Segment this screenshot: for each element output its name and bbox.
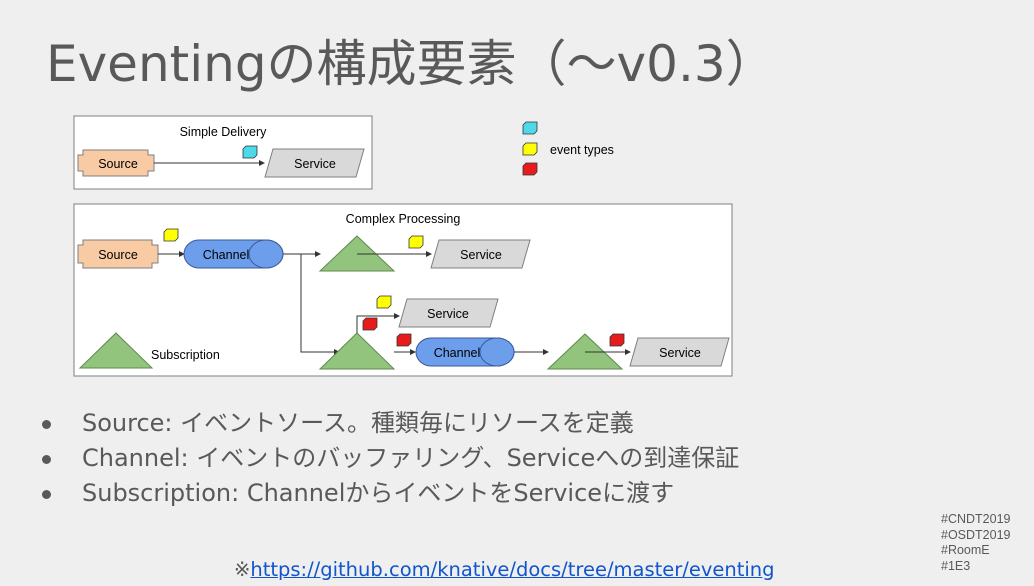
service-3: Service <box>629 337 730 367</box>
bullet-text: Source: イベントソース。種類毎にリソースを定義 <box>82 409 634 437</box>
complex-event-icon-3 <box>376 295 392 309</box>
complex-processing-box <box>73 203 733 377</box>
simple-service: Service <box>264 148 365 178</box>
service-2-label: Service <box>427 307 469 321</box>
footnote: ※https://github.com/knative/docs/tree/ma… <box>234 558 775 581</box>
channel-1: Channel <box>183 239 284 269</box>
hashtag: #OSDT2019 <box>941 527 1011 542</box>
legend: event types <box>522 121 614 176</box>
bullet-source: Source: イベントソース。種類毎にリソースを定義 <box>38 406 739 441</box>
hashtag: #RoomE <box>941 543 990 557</box>
hashtag: #CNDT2019 <box>941 512 1011 526</box>
complex-event-icon-6 <box>609 333 625 347</box>
bullet-text: Channel: イベントのバッファリング、Serviceへの到達保証 <box>82 444 740 472</box>
complex-event-icon-2 <box>408 235 424 249</box>
channel-2-label: Channel <box>434 346 481 360</box>
complex-processing-title: Complex Processing <box>346 212 461 226</box>
service-1: Service <box>430 239 531 269</box>
complex-event-icon-5 <box>396 333 412 347</box>
legend-cyan-icon <box>522 121 538 135</box>
subscription-2 <box>318 332 396 370</box>
bullet-dot <box>42 455 51 464</box>
bullet-subscription: Subscription: ChannelからイベントをServiceに渡す <box>38 476 739 511</box>
hashtag: #1E3 <box>941 558 971 573</box>
subscription-key-label: Subscription <box>151 348 220 362</box>
footnote-mark: ※ <box>234 558 251 581</box>
legend-yellow-icon <box>522 142 538 156</box>
slide-title: Eventingの構成要素（〜v0.3） <box>46 35 776 93</box>
channel-1-label: Channel <box>203 248 250 262</box>
bullet-dot <box>42 420 51 429</box>
legend-label: event types <box>550 143 614 157</box>
channel-2: Channel <box>415 337 515 367</box>
bullet-list: Source: イベントソース。種類毎にリソースを定義 Channel: イベン… <box>38 406 739 511</box>
footnote-link[interactable]: https://github.com/knative/docs/tree/mas… <box>250 558 775 581</box>
simple-service-label: Service <box>294 157 336 171</box>
sub2-to-service-2-arrow <box>356 313 400 333</box>
bullet-channel: Channel: イベントのバッファリング、Serviceへの到達保証 <box>38 441 739 476</box>
simple-event-icon <box>242 145 258 159</box>
service-2: Service <box>398 298 499 328</box>
simple-delivery-title: Simple Delivery <box>180 125 268 139</box>
complex-event-icon-4 <box>362 317 378 331</box>
simple-source-label: Source <box>98 157 138 171</box>
channel-to-sub2-arrow <box>300 254 340 355</box>
complex-source: Source <box>77 239 159 269</box>
bullet-text: Subscription: ChannelからイベントをServiceに渡す <box>82 479 675 507</box>
service-1-label: Service <box>460 248 502 262</box>
complex-event-icon-1 <box>163 228 179 242</box>
hashtags: #CNDT2019 #OSDT2019 #RoomE #1E3 <box>941 512 1010 574</box>
simple-source: Source <box>77 149 155 177</box>
subscription-key: Subscription <box>78 332 220 369</box>
legend-red-icon <box>522 162 538 176</box>
complex-source-label: Source <box>98 248 138 262</box>
bullet-dot <box>42 490 51 499</box>
service-3-label: Service <box>659 346 701 360</box>
